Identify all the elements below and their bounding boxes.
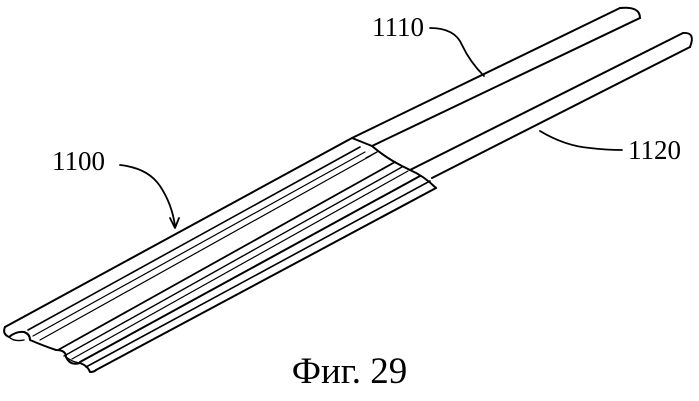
label-1100: 1100 bbox=[52, 146, 105, 176]
figure-caption: Фиг. 29 bbox=[0, 352, 699, 392]
leader-line-1100 bbox=[120, 165, 175, 226]
leader-line-1110 bbox=[430, 28, 484, 76]
label-1120: 1120 bbox=[628, 135, 681, 165]
leader-line-1120 bbox=[540, 131, 622, 150]
label-1110: 1110 bbox=[372, 12, 424, 42]
